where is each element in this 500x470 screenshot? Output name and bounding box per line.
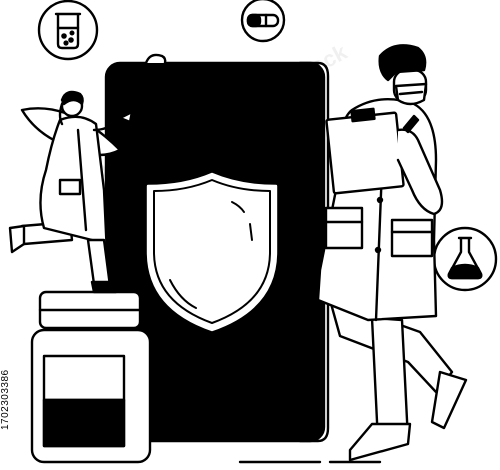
erlenmeyer-flask-icon: [432, 226, 498, 292]
shield-icon: [146, 172, 278, 332]
test-tube-icon: [240, 0, 286, 43]
stock-image-id: 1702303386: [0, 369, 11, 431]
medicine-bottle: [30, 290, 152, 464]
beaker-icon: [37, 0, 99, 61]
doctor-woman-left: [8, 90, 134, 294]
doctor-man-right: [316, 44, 468, 462]
